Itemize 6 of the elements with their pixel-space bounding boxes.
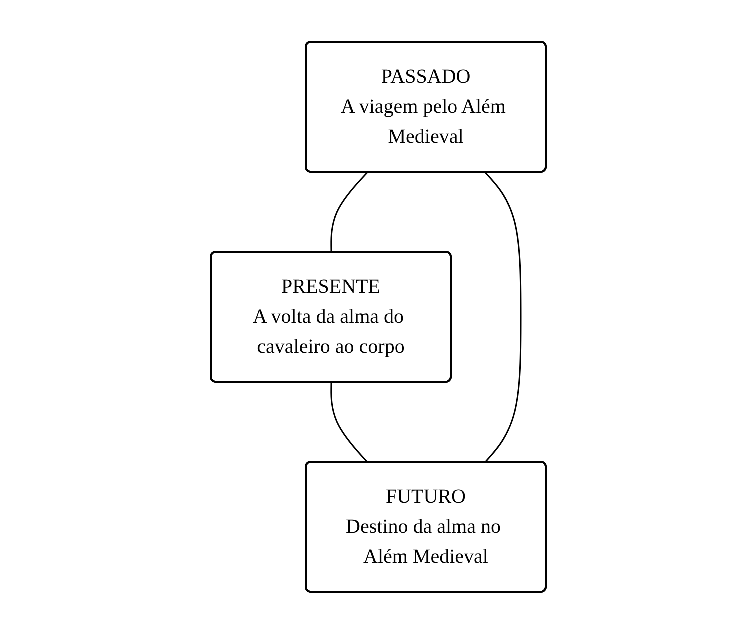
node-text: PASSADO A viagem pelo Além Medieval [340,66,506,148]
node-text: PRESENTE A volta da alma do cavaleiro ao corpo [252,276,404,358]
connector [330,171,368,252]
node-text: FUTURO Destino da alma no Além Medieval [346,486,500,568]
connector [484,172,522,462]
connector [330,382,368,462]
